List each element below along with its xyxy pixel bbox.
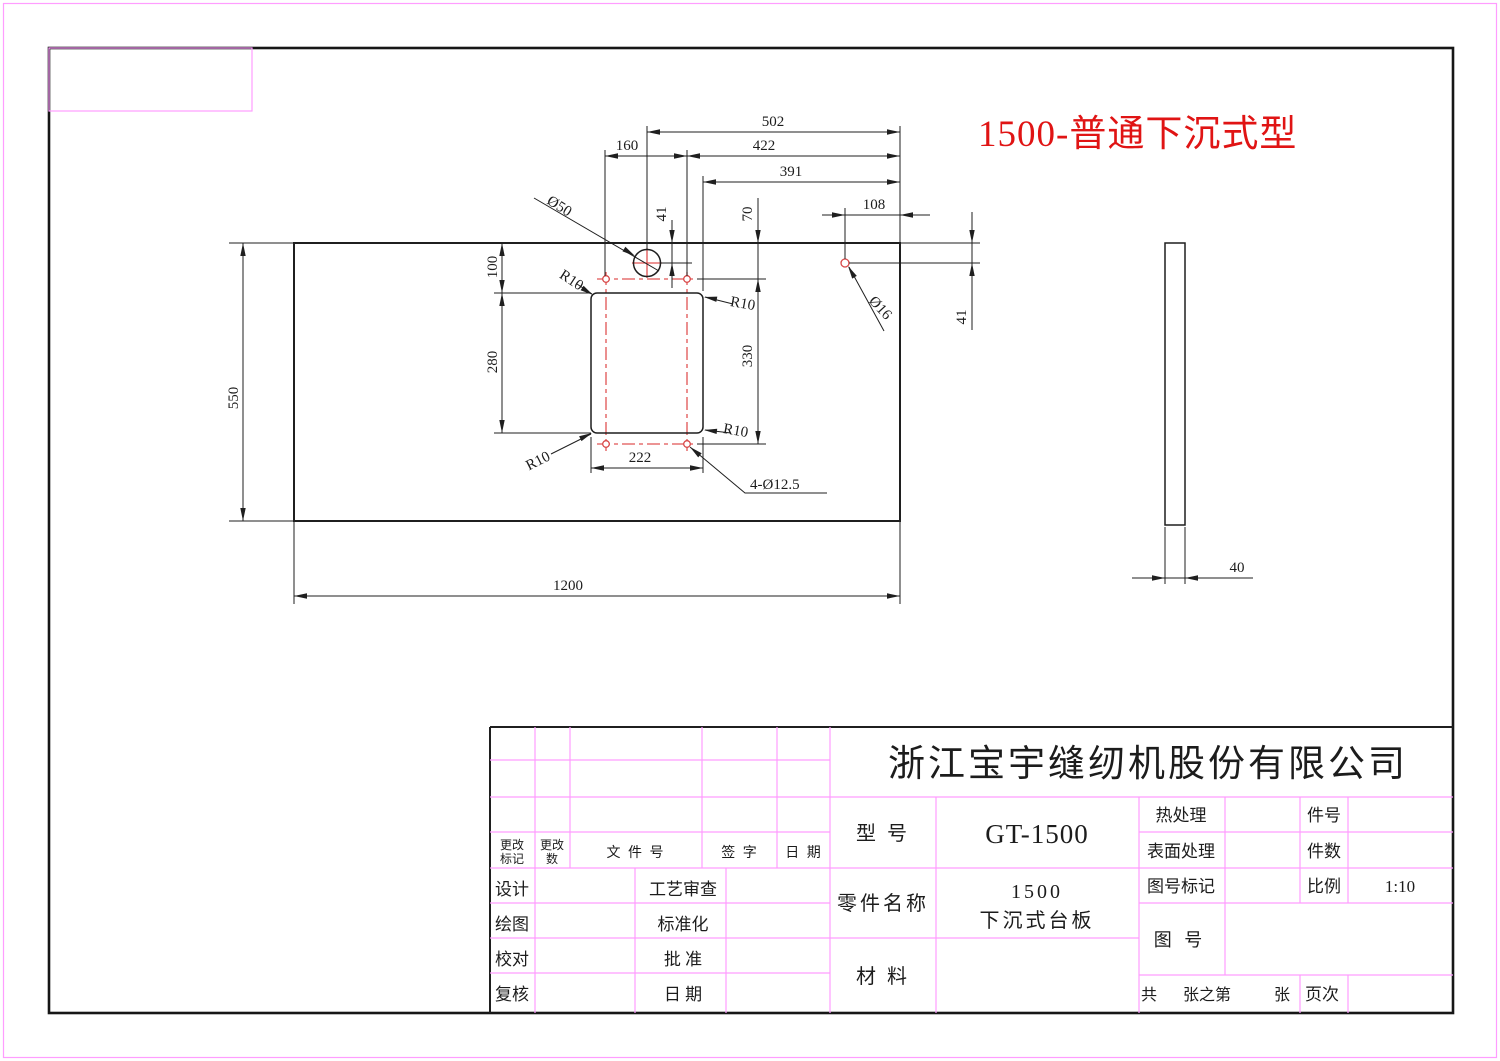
- dim-330: 330: [740, 345, 756, 368]
- model-value: GT-1500: [985, 819, 1089, 849]
- centerlines-red: [597, 248, 696, 451]
- sheet-total-label: 共: [1141, 986, 1157, 1004]
- material-label: 材 料: [856, 965, 910, 988]
- file-no-label: 文 件 号: [607, 845, 666, 861]
- dimension-arrows: [240, 129, 1198, 599]
- date2-label: 日 期: [664, 985, 702, 1004]
- dim-502: 502: [762, 114, 785, 130]
- part-name-line1: 1500: [1011, 881, 1063, 903]
- date-label: 日 期: [785, 845, 823, 861]
- scale-value: 1:10: [1385, 877, 1415, 896]
- sheet-unit-label: 张: [1274, 986, 1290, 1004]
- callout-r10-bl: R10: [523, 449, 553, 475]
- dim-40: 40: [1230, 560, 1245, 576]
- hole-16: [840, 258, 850, 268]
- callout-dia16: Ø16: [865, 293, 895, 323]
- title-block: [489, 726, 1453, 1013]
- hole-12-5-tr: [683, 275, 691, 283]
- dim-108: 108: [863, 197, 886, 213]
- surface-label: 表面处理: [1147, 842, 1215, 861]
- callout-dia50: Ø50: [544, 193, 574, 220]
- heat-treat-label: 热处理: [1156, 806, 1207, 825]
- cutout-outline: [590, 292, 704, 434]
- callout-r10-br: R10: [722, 421, 749, 441]
- fig-mark-label: 图号标记: [1147, 877, 1215, 896]
- rev-mark-label-2: 标记: [500, 852, 524, 866]
- process-review-label: 工艺审查: [649, 880, 717, 899]
- side-view-outline: [1164, 242, 1186, 526]
- rev-qty-label-2: 数: [546, 851, 558, 866]
- fig-no-label: 图 号: [1154, 930, 1207, 950]
- side-view: [1164, 242, 1186, 526]
- table-plate-outline: [293, 242, 901, 522]
- extension-lines: [229, 126, 1186, 604]
- hole-12-5-br: [683, 440, 691, 448]
- title-block-text: 浙江宝宇缝纫机股份有限公司 型 号 GT-1500 零件名称 1500 下沉式台…: [495, 743, 1415, 1004]
- hole-12-5-tl: [602, 275, 610, 283]
- item-qty-label: 件数: [1307, 842, 1341, 861]
- corner-marking-box: [48, 47, 253, 112]
- proof-label: 校对: [495, 950, 529, 969]
- item-no-label: 件号: [1307, 806, 1341, 825]
- mounting-holes: [602, 258, 850, 448]
- sheet-of-label: 张之第: [1183, 986, 1231, 1004]
- callout-r10-tr: R10: [729, 294, 756, 314]
- rev-mark-label-1: 更改: [500, 838, 524, 852]
- company-name: 浙江宝宇缝纫机股份有限公司: [888, 743, 1408, 785]
- model-label: 型 号: [856, 822, 910, 845]
- dim-100: 100: [485, 256, 501, 279]
- dim-550: 550: [226, 387, 242, 410]
- design-label: 设计: [495, 880, 529, 899]
- drawing-title: 1500-普通下沉式型: [978, 113, 1297, 155]
- scale-label: 比例: [1307, 877, 1341, 896]
- callout-4-holes: 4-Ø12.5: [750, 477, 800, 493]
- rev-qty-label-1: 更改: [540, 838, 564, 852]
- main-view: [293, 242, 901, 522]
- dim-1200: 1200: [553, 578, 583, 594]
- dim-422: 422: [753, 138, 776, 154]
- dim-222: 222: [629, 450, 652, 466]
- dim-280: 280: [485, 351, 501, 374]
- part-name-label: 零件名称: [837, 892, 929, 915]
- hole-12-5-bl: [602, 440, 610, 448]
- standardize-label: 标准化: [658, 915, 709, 934]
- part-name-line2: 下沉式台板: [980, 909, 1095, 932]
- sign-label: 签 字: [721, 844, 759, 861]
- dim-41-left: 41: [654, 207, 670, 222]
- dim-41-right: 41: [954, 310, 970, 325]
- dim-160: 160: [616, 138, 639, 154]
- dim-391: 391: [780, 164, 803, 180]
- recheck-label: 复核: [495, 985, 529, 1004]
- approve-label: 批 准: [664, 950, 702, 969]
- page-label: 页次: [1305, 985, 1339, 1004]
- draft-label: 绘图: [495, 915, 529, 934]
- drawing-frame: [47, 46, 1455, 1015]
- dim-70: 70: [740, 207, 756, 222]
